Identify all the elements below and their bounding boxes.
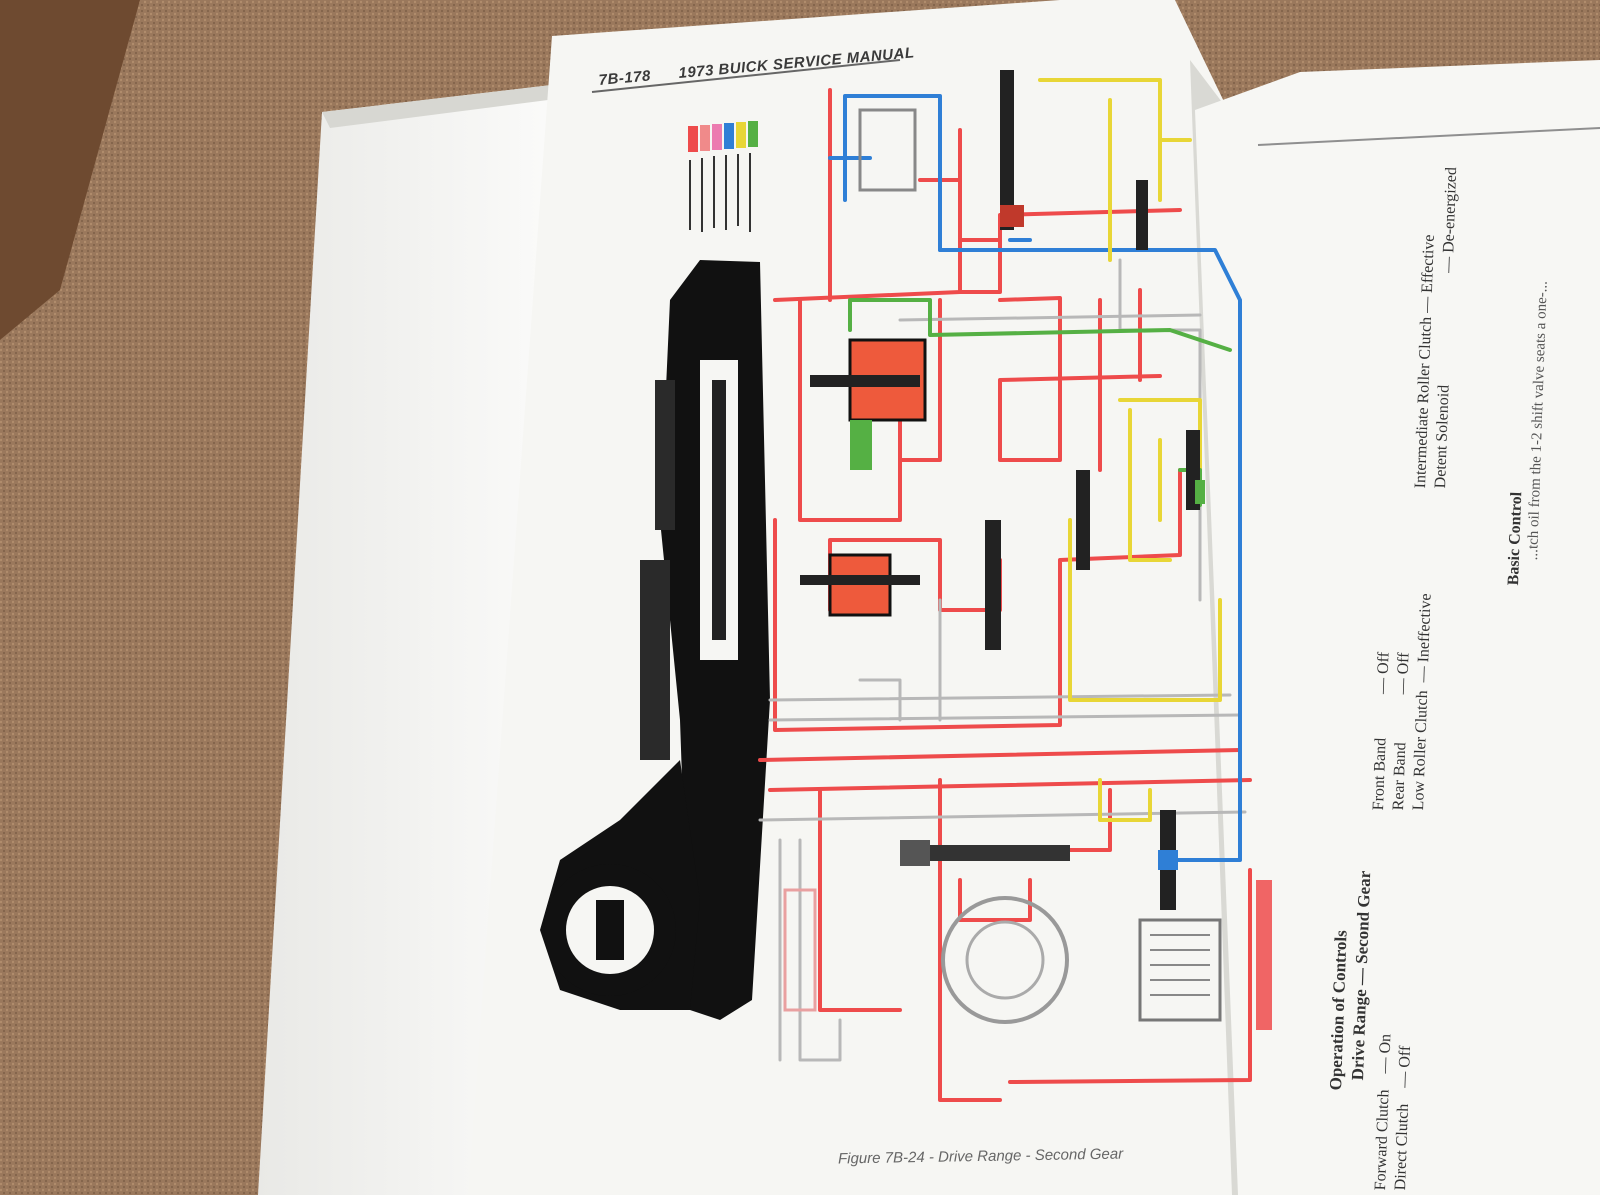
control-item: Detent Solenoid [1432, 384, 1453, 489]
control-item: Forward Clutch [1372, 1089, 1393, 1191]
valve-components [783, 70, 1272, 1030]
basic-control-subheading: Basic Control [1505, 491, 1526, 586]
control-state: — On [1376, 1033, 1395, 1074]
transmission-cross-section [540, 260, 770, 1020]
right-page [1195, 60, 1600, 1195]
header-rule [591, 59, 901, 93]
control-state: — Off [1394, 652, 1413, 695]
control-state: — De-energized [1439, 166, 1461, 274]
book-page-edges [258, 84, 560, 1195]
wood-trim [0, 0, 140, 340]
hydraulic-circuit [758, 78, 1252, 1102]
control-item: Rear Band [1390, 742, 1410, 811]
control-item: Direct Clutch [1392, 1103, 1413, 1191]
control-state: — Off [1395, 1045, 1415, 1089]
control-state: — Effective [1418, 234, 1438, 314]
book-page-edges-shade [322, 84, 560, 128]
color-legend [688, 121, 758, 232]
control-state: — Ineffective [1414, 593, 1435, 683]
right-page-rule [1257, 127, 1600, 146]
control-state: — Off [1374, 651, 1393, 695]
control-item: Low Roller Clutch [1410, 690, 1432, 811]
control-item: Front Band [1370, 737, 1390, 811]
